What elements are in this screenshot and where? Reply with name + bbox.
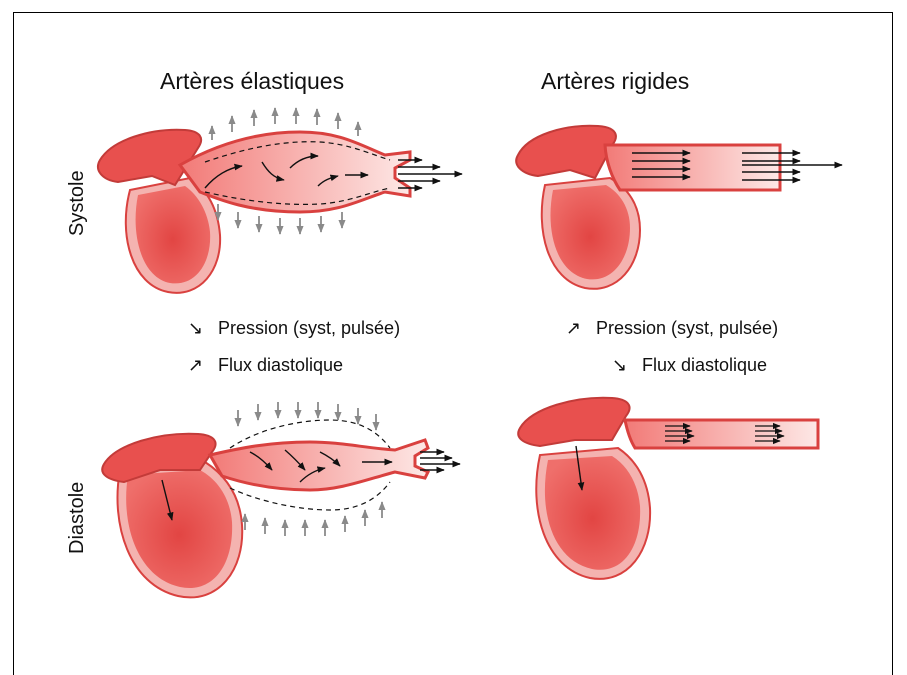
increase-arrow-icon: ↗ <box>566 318 596 339</box>
elastic-systole-group <box>98 108 462 293</box>
legend-left-line2: ↗Flux diastolique <box>188 355 343 376</box>
legend-right-flow-text: Flux diastolique <box>642 355 767 375</box>
decrease-arrow-icon: ↘ <box>188 318 218 339</box>
legend-right-line1: ↗Pression (syst, pulsée) <box>566 318 778 339</box>
rigid-systole-group <box>516 126 842 289</box>
vessel-elastic-systole <box>180 132 410 212</box>
legend-right-pressure-text: Pression (syst, pulsée) <box>596 318 778 338</box>
legend-left-flow-text: Flux diastolique <box>218 355 343 375</box>
increase-arrow-icon: ↗ <box>188 355 218 376</box>
rigid-diastole-group <box>518 398 818 579</box>
decrease-arrow-icon: ↘ <box>612 355 642 376</box>
elastic-diastole-group <box>102 402 460 597</box>
vessel-rigid-diastole <box>625 420 818 448</box>
vessel-elastic-diastole <box>210 420 428 510</box>
legend-right-line2: ↘Flux diastolique <box>612 355 767 376</box>
vessel-rigid-systole <box>605 145 780 190</box>
legend-left-pressure-text: Pression (syst, pulsée) <box>218 318 400 338</box>
legend-left-line1: ↘Pression (syst, pulsée) <box>188 318 400 339</box>
